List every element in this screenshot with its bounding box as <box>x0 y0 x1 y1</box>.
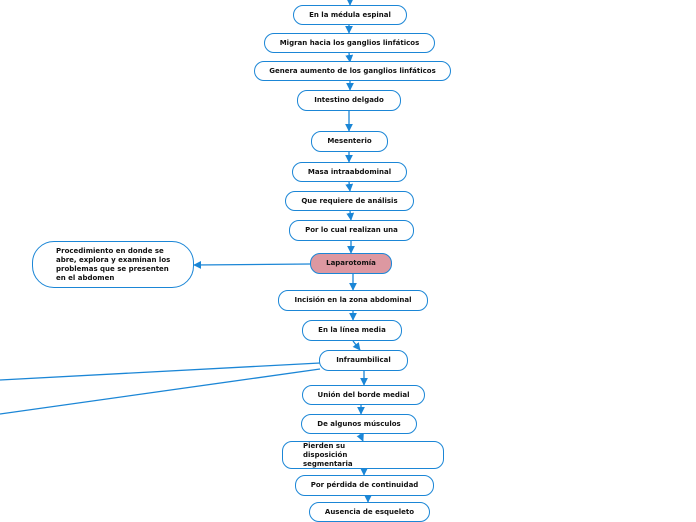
node-algunos-musculos[interactable]: De algunos músculos <box>301 414 417 434</box>
node-aumento-ganglios[interactable]: Genera aumento de los ganglios linfático… <box>254 61 451 81</box>
node-ausencia-esqueleto[interactable]: Ausencia de esqueleto <box>309 502 430 522</box>
edge-laparotomia-procedimiento <box>193 261 311 269</box>
node-linea-media[interactable]: En la línea media <box>302 320 402 341</box>
node-en-la-medula-espinal[interactable]: En la médula espinal <box>293 5 407 25</box>
node-intestino-delgado[interactable]: Intestino delgado <box>297 90 401 111</box>
edge-infraumbilical-left-b <box>0 368 321 415</box>
node-procedimiento-definicion[interactable]: Procedimiento en donde se abre, explora … <box>32 241 194 288</box>
node-mesenterio[interactable]: Mesenterio <box>311 131 388 152</box>
node-por-lo-cual-realizan[interactable]: Por lo cual realizan una <box>289 220 414 241</box>
edge-masa-analisis <box>345 181 354 192</box>
edge-analisis-realizan <box>346 210 355 221</box>
node-laparotomia[interactable]: Laparotomía <box>310 253 392 274</box>
node-masa-intraabdominal[interactable]: Masa intraabdominal <box>292 162 407 182</box>
edge-musculos-pierden <box>356 433 364 442</box>
node-infraumbilical[interactable]: Infraumbilical <box>319 350 408 371</box>
node-migran-ganglios[interactable]: Migran hacia los ganglios linfáticos <box>264 33 435 53</box>
edge-infraumbilical-left-a <box>0 362 321 381</box>
node-perdida-continuidad[interactable]: Por pérdida de continuidad <box>295 475 434 496</box>
node-union-borde-medial[interactable]: Unión del borde medial <box>302 385 425 405</box>
node-requiere-analisis[interactable]: Que requiere de análisis <box>285 191 414 211</box>
edge-linea-infraumbilical <box>352 340 361 351</box>
node-incision-zona-abdominal[interactable]: Incisión en la zona abdominal <box>278 290 428 311</box>
edge-migran-aumento <box>345 52 354 63</box>
node-pierden-disposicion[interactable]: Pierden su disposición segmentaria <box>282 441 444 469</box>
